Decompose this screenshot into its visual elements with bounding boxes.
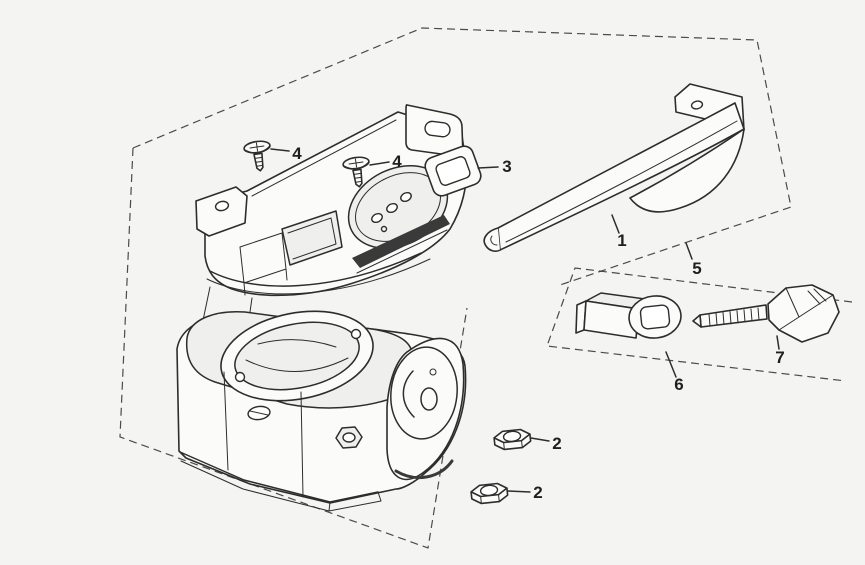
bracket-hook-end	[483, 227, 501, 252]
callout-label-3: 3	[502, 157, 511, 176]
case-opening-detail	[245, 339, 349, 372]
bracket-wide-end	[629, 128, 745, 213]
case-seam-lines	[223, 371, 304, 498]
side-boss-curve	[402, 370, 415, 418]
leader-5	[685, 242, 693, 260]
rim-screw-hole	[234, 371, 246, 383]
cover-body	[204, 111, 468, 297]
leader-4b	[369, 161, 390, 166]
dashed-region-lock-set	[546, 267, 853, 382]
leader-6	[665, 351, 677, 378]
cover-shaded-band	[352, 215, 450, 268]
panel-shade-arc	[394, 459, 454, 480]
part-7-wing-bolt	[692, 284, 840, 343]
dashed-boundary-main	[119, 27, 792, 549]
leader-3	[477, 166, 499, 169]
front-slot-line	[249, 410, 269, 416]
cover-rim-line-2	[206, 258, 431, 295]
gasket-hole	[400, 191, 412, 203]
dashed-edge-lock	[546, 267, 853, 382]
callout-label-5: 5	[692, 259, 701, 278]
gasket-hole	[371, 212, 383, 224]
bracket-ridge-line	[505, 120, 738, 243]
callout-label-4b: 4	[392, 152, 402, 171]
cover-recess	[281, 210, 343, 266]
back-plate-slot	[424, 120, 451, 138]
rim-screw-hole	[350, 328, 362, 340]
side-boss-oval	[420, 387, 438, 411]
bracket-hook-inner	[490, 235, 498, 246]
callout-label-2a: 2	[552, 434, 561, 453]
knob-facets	[778, 287, 834, 331]
part-2-nut-a	[492, 427, 533, 452]
leader-4a	[270, 148, 290, 152]
cylinder-keyway	[639, 304, 671, 330]
callout-labels: 1 2 2 3 4 4 5 6 7	[292, 144, 784, 502]
case-flange-top	[179, 451, 379, 503]
part-1-bracket	[483, 83, 745, 252]
part-2-nut-b	[469, 481, 510, 506]
case-flange-bottom	[180, 460, 382, 512]
cover-top-edge-line	[251, 119, 397, 197]
gasket-holes	[371, 191, 412, 233]
case-opening	[234, 321, 360, 391]
part-4-screw-a	[242, 138, 275, 174]
leader-7	[776, 335, 780, 350]
leader-2a	[530, 437, 550, 442]
cover-ear-tab	[195, 186, 248, 237]
callout-label-4a: 4	[292, 144, 302, 163]
cover-shade-line	[356, 229, 448, 274]
cover-rim-line	[209, 252, 422, 287]
callout-label-6: 6	[674, 375, 683, 394]
bolt-threads	[708, 307, 760, 327]
ear-tab-hole	[214, 200, 230, 212]
cover-recess-inner	[287, 217, 337, 260]
part-3-connector	[424, 145, 482, 197]
hex-recess-hole	[342, 432, 356, 443]
gasket-hole	[386, 202, 398, 214]
bolt-tip	[692, 314, 702, 328]
leader-1	[611, 214, 620, 234]
callout-label-2b: 2	[533, 483, 542, 502]
side-boss-dot	[429, 368, 437, 376]
connector-socket	[435, 156, 471, 186]
gasket-pin-hole	[380, 225, 388, 233]
callout-label-1: 1	[617, 231, 626, 250]
cylinder-front	[583, 300, 640, 339]
side-boss	[390, 346, 458, 440]
upper-housing-cover	[195, 104, 482, 297]
dashed-edge-bottom	[119, 147, 468, 549]
leader-2b	[507, 490, 531, 493]
lower-housing-case	[176, 286, 467, 512]
callout-label-7: 7	[775, 348, 784, 367]
part-6-lock-cylinder	[575, 292, 682, 339]
bracket-tab-hole	[690, 100, 704, 110]
cover-step	[239, 232, 288, 296]
callout-leaders	[270, 148, 780, 493]
dashed-edge-top	[132, 27, 792, 286]
